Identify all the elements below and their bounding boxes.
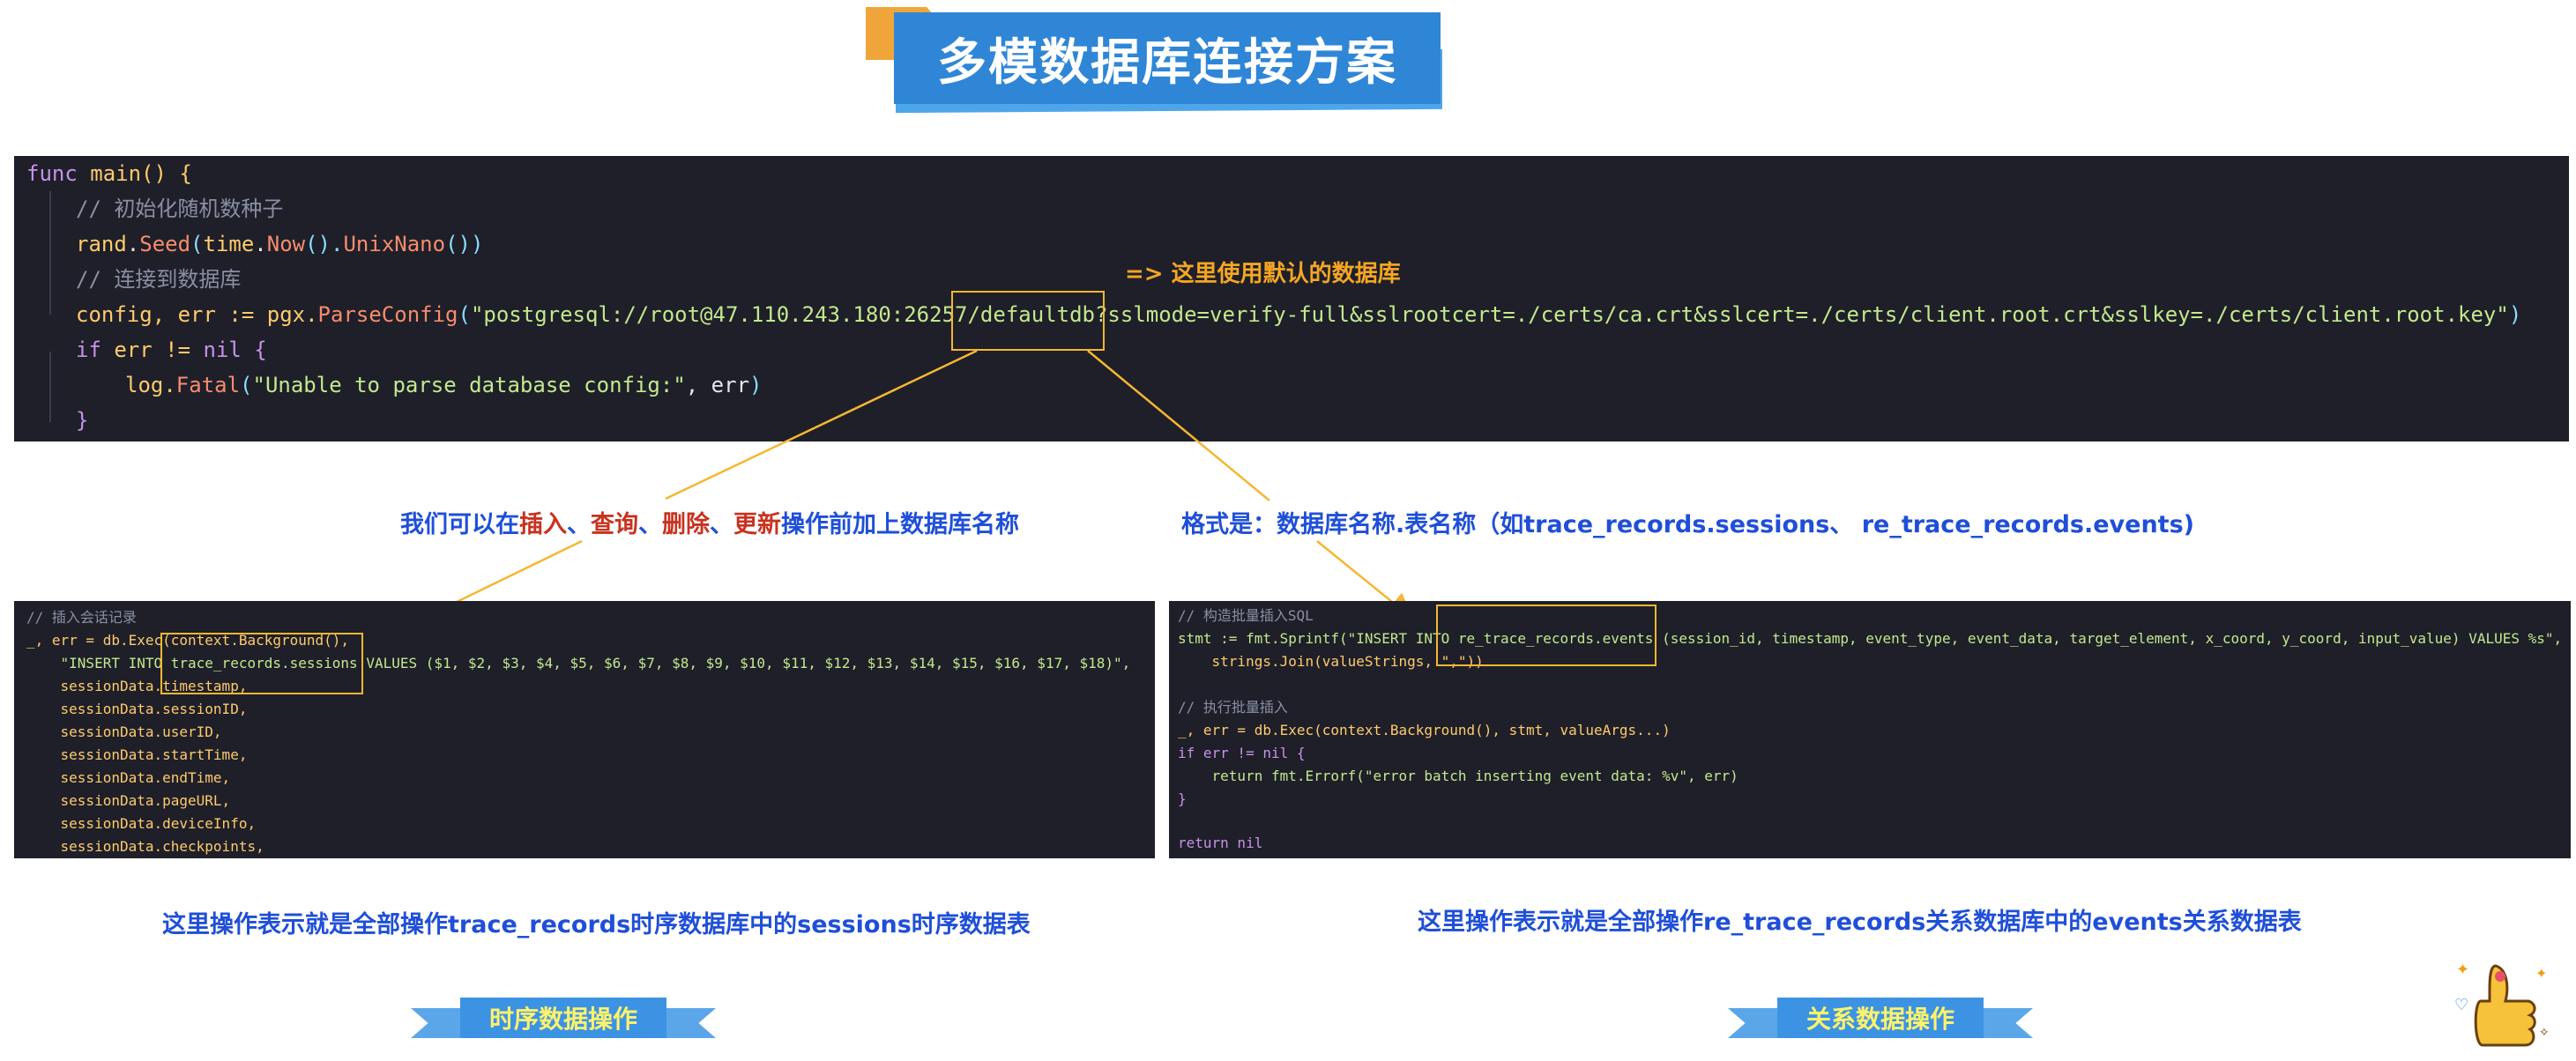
code-line: func main() { — [26, 161, 192, 186]
connector-line-left — [665, 349, 978, 501]
indent-guide — [49, 191, 51, 315]
code-line: // 构造批量插入SQL — [1178, 607, 1314, 624]
code-line: rand.Seed(time.Now().UnixNano()) — [76, 232, 484, 256]
code-line: // 插入会话记录 — [26, 609, 137, 626]
svg-text:✧: ✧ — [2539, 1026, 2550, 1040]
code-line: sessionData.pageURL, — [26, 792, 231, 809]
sessions-highlight-box — [160, 633, 363, 694]
code-line: return nil — [1178, 835, 1263, 851]
code-line: // 初始化随机数种子 — [76, 197, 284, 221]
code-line: sessionData.timestamp, — [26, 678, 248, 694]
ribbon-timeseries-label: 时序数据操作 — [488, 1005, 637, 1034]
code-line: config, err := pgx.ParseConfig("postgres… — [76, 302, 2522, 327]
svg-text:✦: ✦ — [2456, 961, 2469, 979]
code-line: log.Fatal("Unable to parse database conf… — [125, 373, 763, 397]
code-line: if err != nil { — [76, 338, 267, 362]
title-banner: 多模数据库连接方案 — [894, 12, 1441, 104]
defaultdb-highlight-box — [951, 291, 1105, 351]
code-line: if err != nil { — [1178, 745, 1306, 761]
code-line: sessionData.checkpoints, — [26, 838, 264, 855]
svg-text:♡: ♡ — [2454, 996, 2468, 1014]
ribbon-relational: 关系数据操作 — [1728, 998, 2033, 1050]
code-line: // 执行批量插入 — [1178, 699, 1288, 716]
indent-guide — [49, 352, 51, 422]
page-title: 多模数据库连接方案 — [937, 33, 1397, 92]
code-line: "INSERT INTO trace_records.sessions VALU… — [26, 655, 1131, 671]
connector-line-right — [1087, 350, 1270, 501]
code-line: sessionData.userID, — [26, 723, 222, 740]
left-annotation: 我们可以在插入、查询、删除、更新操作前加上数据库名称 — [400, 511, 1019, 538]
default-db-note: => 这里使用默认的数据库 — [1125, 261, 1401, 287]
ribbon-relational-label: 关系数据操作 — [1805, 1005, 1954, 1034]
code-line: sessionData.deviceInfo, — [26, 815, 257, 832]
code-line: stmt := fmt.Sprintf("INSERT INTO re_trac… — [1178, 630, 2563, 647]
events-highlight-box — [1436, 605, 1657, 666]
thumbs-up-icon: ✦ ✦ ♡ ✧ — [2454, 961, 2550, 1047]
svg-text:✦: ✦ — [2535, 965, 2547, 982]
code-line: // 连接到数据库 — [76, 267, 242, 292]
ribbon-timeseries: 时序数据操作 — [411, 998, 716, 1050]
main-code-block: func main() { // 初始化随机数种子 rand.Seed(time… — [14, 156, 2569, 441]
code-line: _, err = db.Exec(context.Background(), — [26, 632, 350, 649]
right-code-block: // 构造批量插入SQL stmt := fmt.Sprintf("INSERT… — [1169, 601, 2571, 858]
code-line: } — [1178, 790, 1187, 807]
left-caption: 这里操作表示就是全部操作trace_records时序数据库中的sessions… — [162, 911, 1031, 939]
code-line: sessionData.sessionID, — [26, 701, 248, 717]
left-code-block: // 插入会话记录 _, err = db.Exec(context.Backg… — [14, 601, 1155, 858]
code-line: } — [76, 408, 89, 433]
code-line: sessionData.startTime, — [26, 746, 248, 763]
code-line: sessionData.endTime, — [26, 769, 231, 786]
code-line: _, err = db.Exec(context.Background(), s… — [1178, 722, 1671, 738]
right-annotation: 格式是：数据库名称.表名称（如trace_records.sessions、 r… — [1181, 511, 2194, 538]
code-line: return fmt.Errorf("error batch inserting… — [1178, 768, 1738, 784]
right-caption: 这里操作表示就是全部操作re_trace_records关系数据库中的event… — [1418, 909, 2302, 936]
